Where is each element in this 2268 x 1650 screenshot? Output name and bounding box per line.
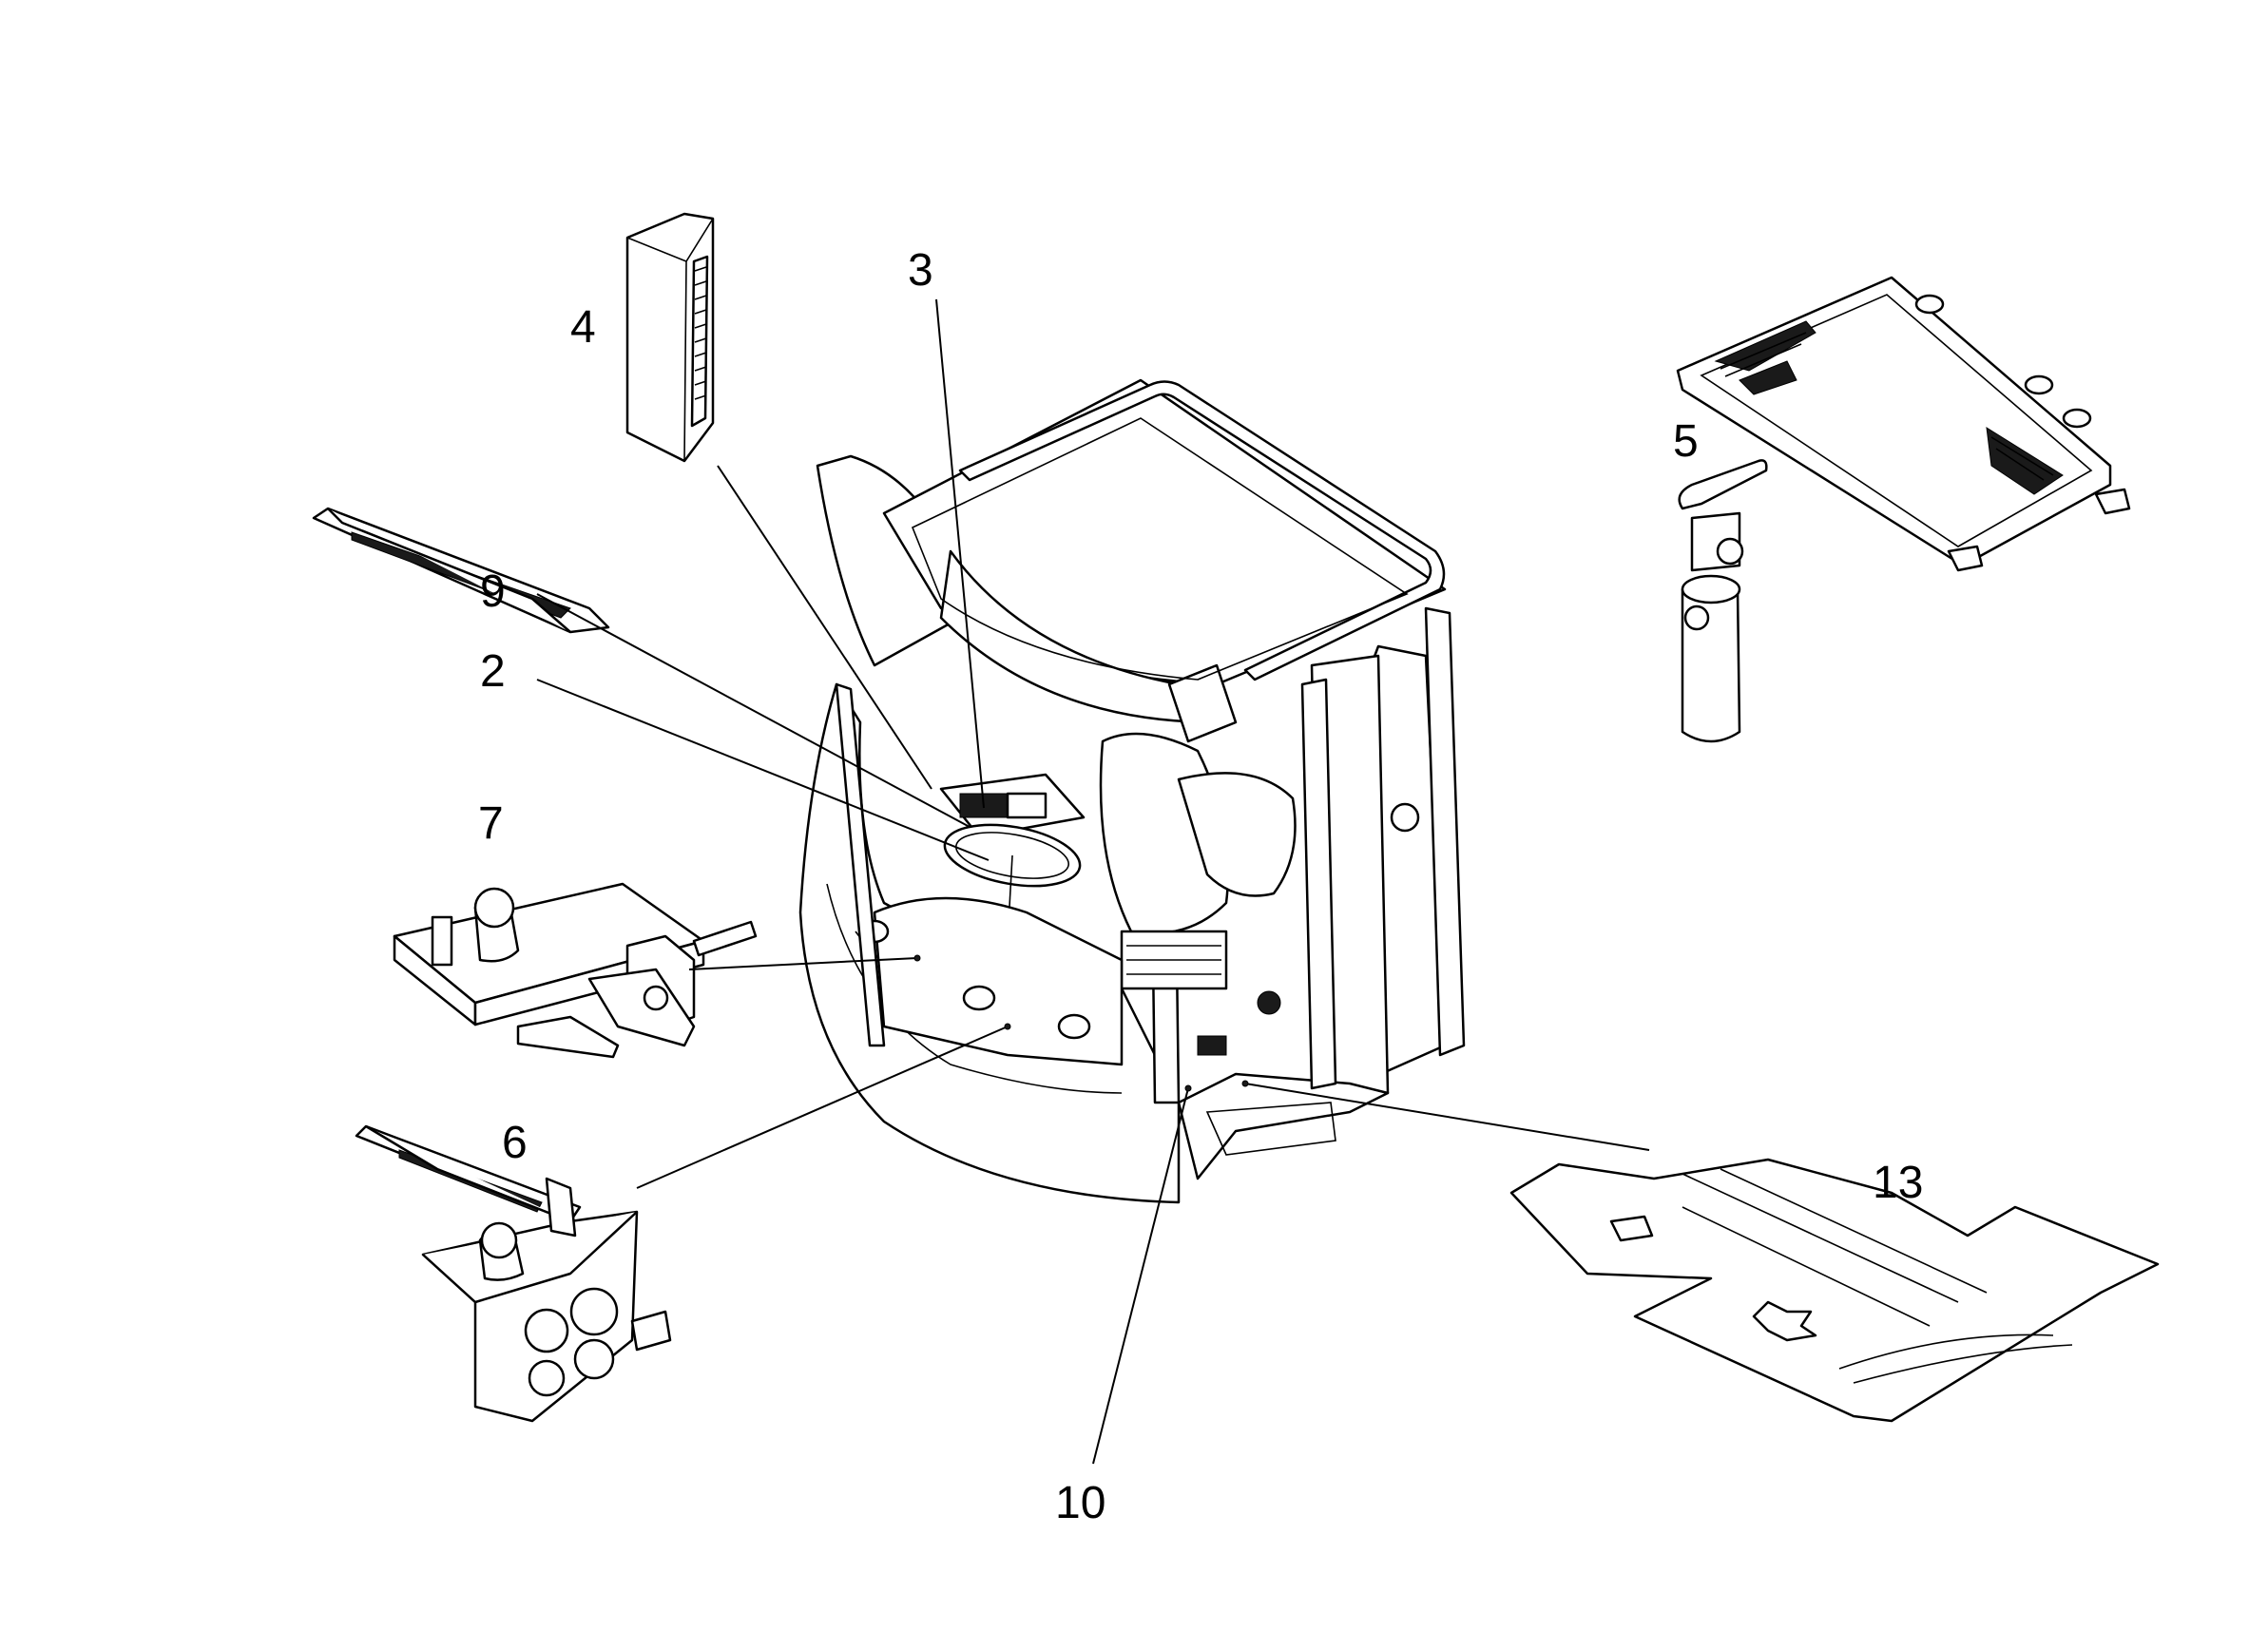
part-7-pedal-valve	[312, 507, 758, 1059]
callout-6: 6	[502, 1118, 528, 1168]
leader-3	[935, 298, 985, 809]
callout-7: 7	[478, 798, 504, 849]
part-4-filter-cartridge	[625, 212, 715, 463]
callout-3: 3	[908, 245, 933, 296]
leader-13	[1244, 1083, 1650, 1151]
leader-2	[536, 679, 990, 861]
operator-cab	[798, 378, 1466, 1204]
callout-10: 10	[1055, 1478, 1105, 1528]
leader-4	[717, 465, 932, 790]
callout-2: 2	[480, 646, 506, 697]
leader-9	[536, 593, 971, 828]
callout-9: 9	[480, 566, 506, 617]
callout-13: 13	[1873, 1158, 1923, 1208]
leader-7	[688, 957, 918, 970]
callout-labels: 2 3 4 5 6 7 9 10 13	[478, 245, 1923, 1528]
part-13-floor-mat	[1509, 1158, 2160, 1423]
leader-10	[1092, 1087, 1189, 1465]
part-5-condenser	[1676, 276, 2131, 572]
callout-4: 4	[570, 302, 596, 353]
part-6-brake-valve	[355, 1124, 672, 1423]
callout-5: 5	[1673, 416, 1699, 467]
part-5-receiver-drier	[1678, 459, 1768, 743]
leader-6	[636, 1026, 1009, 1189]
leader-lines	[536, 298, 1650, 1465]
